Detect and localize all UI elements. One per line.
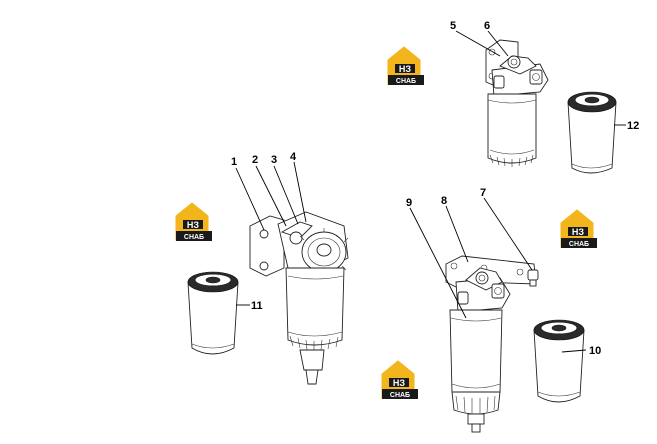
fuel-filter-assembly-lower — [445, 255, 539, 433]
filter-cartridge-10 — [533, 319, 585, 403]
callout-9: 9 — [406, 197, 412, 209]
callout-4: 4 — [290, 151, 297, 163]
fuel-filter-assembly-top — [485, 39, 549, 167]
brand-logo-left: НЗ СНАБ — [175, 202, 213, 242]
leader-lines — [235, 30, 626, 353]
callout-8: 8 — [441, 195, 447, 207]
logo-caption: СНАБ — [396, 78, 416, 85]
filter-cartridge-12 — [567, 91, 617, 174]
callout-7: 7 — [480, 187, 486, 199]
logo-mark: НЗ — [572, 227, 584, 237]
callouts: 1 2 3 4 5 6 7 8 9 10 11 12 — [231, 20, 639, 357]
callout-2: 2 — [252, 154, 258, 166]
logo-caption: СНАБ — [390, 392, 410, 399]
logo-mark: НЗ — [399, 64, 411, 74]
brand-logo-right: НЗ СНАБ — [560, 209, 598, 249]
fuel-filter-assembly-main — [249, 211, 349, 385]
logo-mark: НЗ — [187, 220, 199, 230]
filter-cartridge-11 — [187, 271, 239, 355]
callout-10: 10 — [589, 345, 601, 357]
callout-12: 12 — [627, 120, 639, 132]
callout-11: 11 — [251, 300, 263, 312]
callout-1: 1 — [231, 156, 237, 168]
callout-6: 6 — [484, 20, 490, 32]
callout-5: 5 — [450, 20, 456, 32]
brand-logo-top: НЗ СНАБ — [387, 46, 425, 86]
brand-logo-bottom: НЗ СНАБ — [381, 360, 419, 400]
logo-caption: СНАБ — [184, 234, 204, 241]
callout-3: 3 — [271, 154, 277, 166]
logo-mark: НЗ — [393, 378, 405, 388]
logo-caption: СНАБ — [569, 241, 589, 248]
